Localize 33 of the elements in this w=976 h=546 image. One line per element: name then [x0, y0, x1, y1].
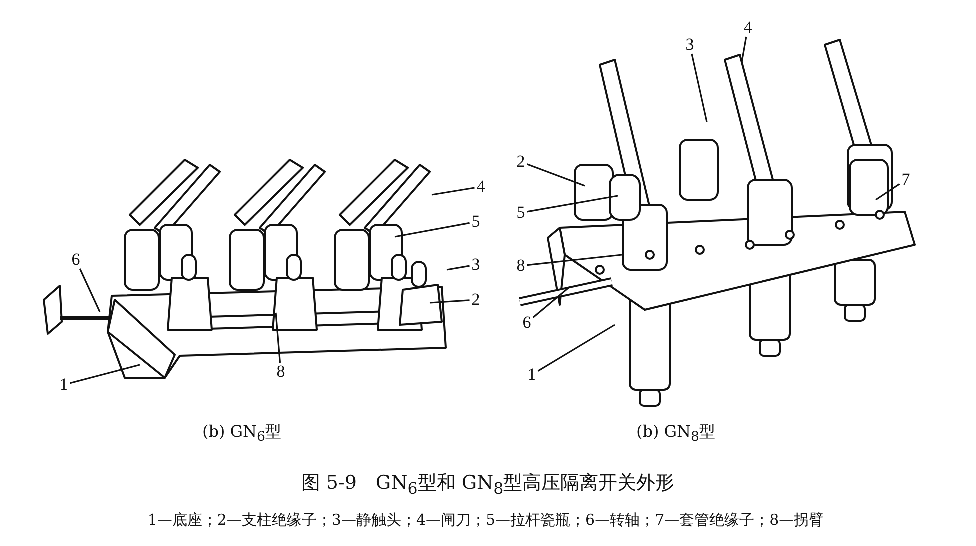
- callout-number: 2: [516, 153, 526, 171]
- leader-line: [876, 184, 900, 201]
- leader-line: [741, 36, 748, 62]
- callout-number: 1: [60, 376, 68, 394]
- leader-line: [532, 286, 571, 318]
- callout-number: 4: [744, 19, 752, 37]
- leader-line: [430, 300, 470, 304]
- callout-number: 6: [72, 251, 80, 269]
- leader-line: [432, 187, 475, 196]
- callout-number: 3: [686, 36, 694, 54]
- callout-number: 3: [472, 256, 480, 274]
- callout-number: 7: [902, 171, 910, 189]
- callout-number: 1: [528, 366, 536, 384]
- subfigure-label: (b) GN$_{6}$型: [202, 422, 282, 446]
- callout-number: 2: [472, 291, 480, 309]
- leader-line: [446, 265, 470, 271]
- leader-line: [527, 254, 622, 266]
- leader-line: [538, 324, 616, 372]
- callout-number: 5: [472, 213, 480, 231]
- legend-text: 1—底座；2—支柱绝缘子；3—静触头；4—闸刀；5—拉杆瓷瓶；6—转轴；7—套管绝缘子；8—拐臂: [148, 511, 824, 530]
- callout-number: 8: [276, 363, 286, 381]
- leader-line: [526, 164, 586, 187]
- callout-number: 8: [516, 257, 526, 275]
- leader-line: [70, 364, 140, 384]
- callout-number: 5: [516, 204, 526, 222]
- leader-line: [691, 54, 708, 122]
- callout-number: 4: [476, 178, 486, 196]
- leader-line: [394, 222, 470, 238]
- figure-caption: 图 5-9 GN$_{6}$型和 GN$_{8}$型高压隔离开关外形: [301, 471, 675, 498]
- subfigure-label: (b) GN$_{8}$型: [636, 422, 716, 446]
- leader-line: [527, 195, 618, 213]
- leader-line: [79, 268, 101, 312]
- callout-number: 6: [522, 314, 532, 332]
